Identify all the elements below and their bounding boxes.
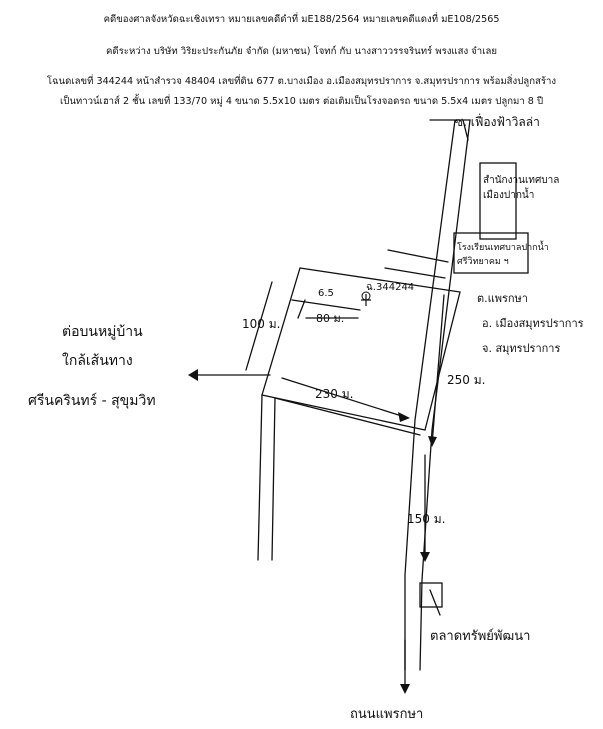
school-label-1: โรงเรียนเทศบาลปากน้ำ bbox=[457, 240, 549, 253]
left-note-3: ศรีนครินทร์ - สุขุมวิท bbox=[28, 392, 156, 409]
dim-100-label: 100 ม. bbox=[242, 317, 280, 331]
arrow-up-soi bbox=[462, 119, 469, 141]
dim-230-label: 230 ม. bbox=[315, 387, 353, 401]
left-note-2: ใกล้เส้นทาง bbox=[62, 352, 133, 369]
building-line: เป็นทาวน์เฮาส์ 2 ชั้น เลขที่ 133/70 หมู่… bbox=[59, 96, 544, 107]
dim-100-line bbox=[245, 281, 273, 371]
arrow-head-down bbox=[400, 684, 410, 694]
arrow-head-150 bbox=[420, 552, 430, 562]
arrow-head-230 bbox=[398, 412, 410, 422]
block-outline bbox=[261, 267, 461, 431]
office-label-1: สำนักงานเทศบาล bbox=[483, 175, 559, 186]
dim-250-label: 250 ม. bbox=[447, 373, 485, 387]
parties-line: คดีระหว่าง บริษัท วิริยะประกันภัย จำกัด … bbox=[106, 46, 497, 57]
dim-150-label: 150 ม. bbox=[407, 512, 445, 526]
inner-road bbox=[274, 397, 421, 436]
office-label-2: เมืองปากน้ำ bbox=[483, 187, 534, 201]
address-province: จ. สมุทรปราการ bbox=[482, 342, 560, 355]
soi-road-edge-1 bbox=[387, 249, 449, 263]
market-box bbox=[419, 582, 443, 608]
address-subdistrict: ต.แพรกษา bbox=[477, 292, 528, 305]
parcel-side bbox=[297, 299, 306, 319]
dim-6-5-label: 6.5 bbox=[318, 288, 334, 299]
road-label: ถนนแพรกษา bbox=[350, 707, 423, 722]
deed-line: โฉนดเลขที่ 344244 หน้าสำรวจ 48404 เลขที่… bbox=[46, 76, 557, 87]
lower-road-edge-2 bbox=[271, 397, 276, 561]
main-road-right-edge bbox=[419, 119, 471, 671]
school-building bbox=[453, 232, 529, 274]
deed-marker bbox=[361, 291, 371, 306]
parcel-line bbox=[291, 299, 361, 311]
dim-250-line bbox=[431, 294, 445, 446]
market-label: ตลาดทรัพย์พัฒนา bbox=[430, 628, 530, 644]
soi-road-edge-2 bbox=[384, 267, 446, 279]
arrow-head-250 bbox=[428, 436, 437, 447]
soi-label: ซ. เฟื่องฟ้าวิลล่า bbox=[455, 113, 540, 129]
address-district: อ. เมืองสมุทรปราการ bbox=[482, 317, 584, 330]
lower-road-edge-1 bbox=[257, 394, 263, 561]
school-label-2: ศรีวิทยาคม ฯ bbox=[457, 256, 509, 267]
market-pointer bbox=[429, 589, 441, 616]
dim-80-label: 80 ม. bbox=[316, 312, 344, 325]
deed-mark-label: ฉ.344244 bbox=[366, 282, 414, 293]
dim-230-line bbox=[281, 377, 409, 419]
arrow-head-left bbox=[188, 369, 198, 381]
left-note-1: ต่อบนหมู่บ้าน bbox=[62, 324, 143, 340]
office-building bbox=[479, 162, 517, 240]
case-number-line: คดีของศาลจังหวัดฉะเชิงเทรา หมายเลขคดีดำท… bbox=[103, 14, 500, 25]
